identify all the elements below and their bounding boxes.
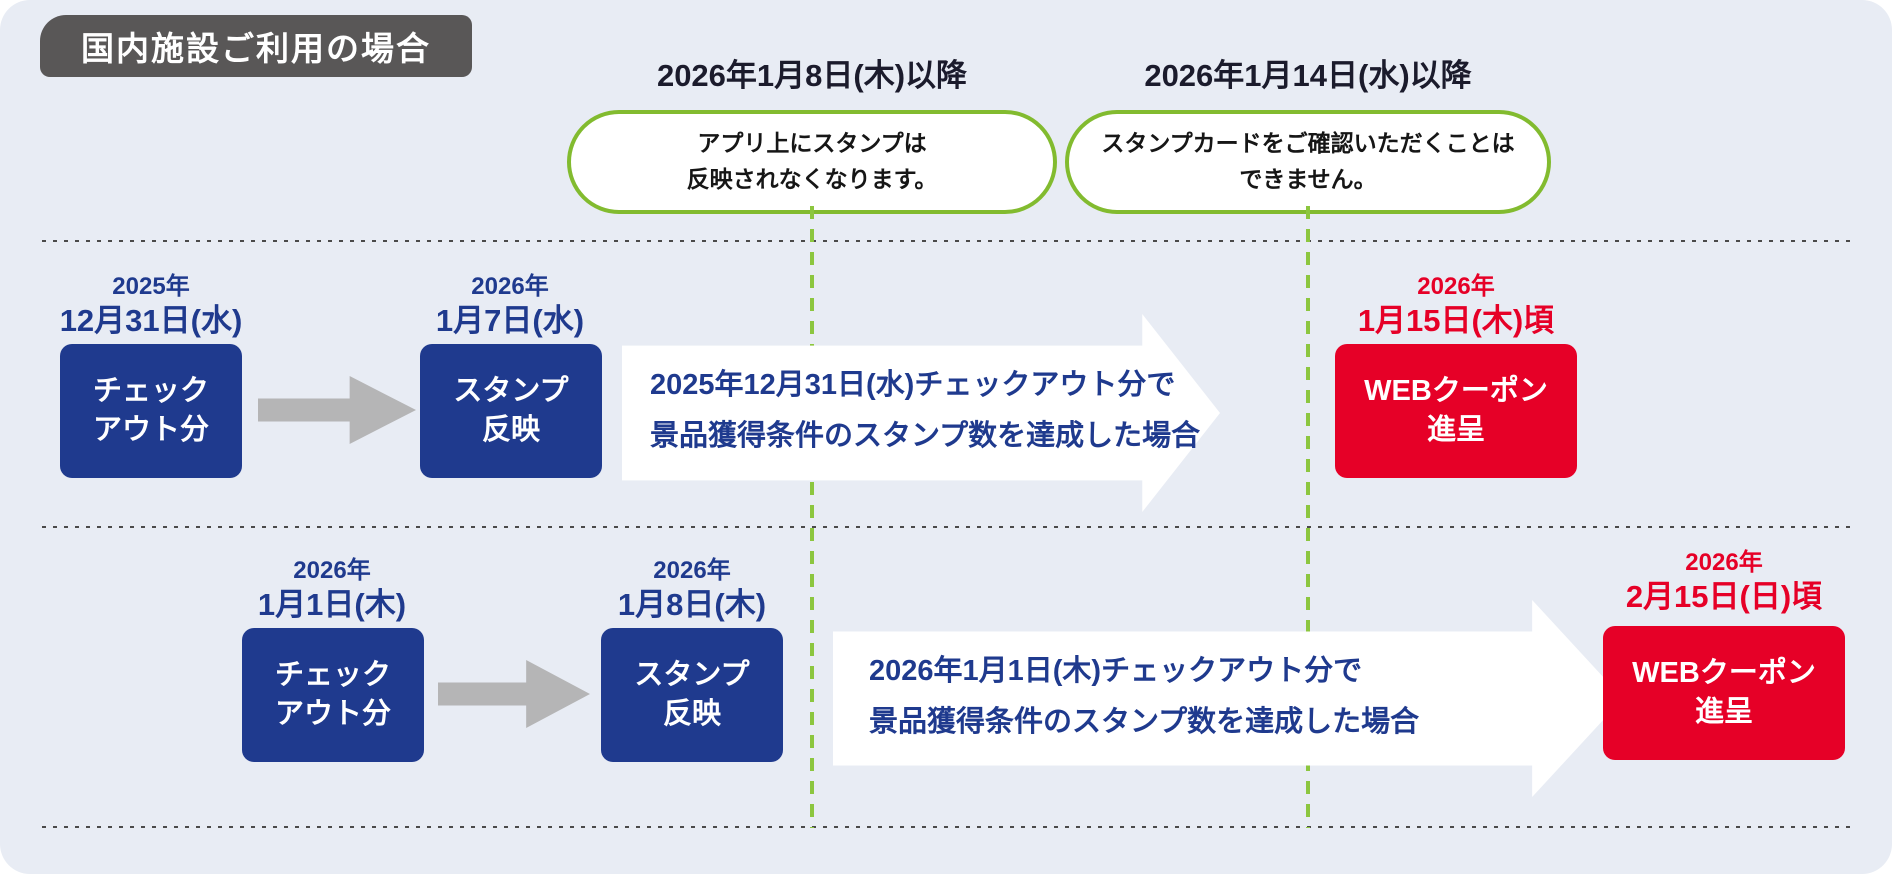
coupon-box: WEBクーポン 進呈 [1603,626,1845,760]
callout-bubble-2: スタンプカードをご確認いただくことは できません。 [1065,110,1551,214]
dotted-divider-bottom [42,826,1850,828]
date-year-text: 2025年 [112,273,190,300]
date-day-text: 2月15日(日)頃 [1625,579,1823,614]
flow-arrow-icon [833,600,1623,797]
condition-text: 2025年12月31日(水)チェックアウト分で 景品獲得条件のスタンプ数を達成し… [650,369,1201,452]
arrow-right-icon [258,376,416,444]
flow-arrow-icon [622,314,1220,512]
stamp-box: スタンプ 反映 [420,344,602,478]
date-year-text: 2026年 [471,273,549,300]
dotted-divider-middle [42,526,1850,528]
stamp-box: スタンプ 反映 [601,628,783,762]
checkout-date-label: 2025年 12月31日(水) [60,272,243,339]
deadline-heading-2: 2026年1月14日(水)以降 [1144,58,1472,93]
checkout-date-label: 2026年 1月1日(木) [258,556,406,623]
arrow-right-icon [438,660,590,728]
stamp-date-label: 2026年 1月8日(木) [618,556,766,623]
dotted-divider-top [42,240,1850,242]
deadline-heading-1: 2026年1月8日(木)以降 [656,58,968,93]
date-year-text: 2026年 [1685,549,1763,576]
checkout-box: チェック アウト分 [60,344,242,478]
date-day-text: 1月1日(木) [257,587,407,622]
date-year-text: 2026年 [653,557,731,584]
deadline-dashed-line-1 [810,206,814,828]
coupon-date-label: 2026年 1月15日(木)頃 [1358,272,1554,339]
checkout-box: チェック アウト分 [242,628,424,762]
date-day-text: 1月15日(木)頃 [1357,303,1555,338]
callout-bubble-1: アプリ上にスタンプは 反映されなくなります。 [567,110,1057,214]
date-day-text: 1月8日(木) [617,587,767,622]
deadline-dashed-line-2 [1306,206,1310,828]
date-day-text: 1月7日(水) [435,303,585,338]
date-year-text: 2026年 [293,557,371,584]
coupon-date-label: 2026年 2月15日(日)頃 [1626,548,1822,615]
condition-text: 2026年1月1日(木)チェックアウト分で 景品獲得条件のスタンプ数を達成した場… [869,655,1420,738]
date-day-text: 12月31日(水) [59,303,243,338]
date-year-text: 2026年 [1417,273,1495,300]
stamp-date-label: 2026年 1月7日(水) [436,272,584,339]
title-badge: 国内施設ご利用の場合 [40,15,472,77]
coupon-box: WEBクーポン 進呈 [1335,344,1577,478]
